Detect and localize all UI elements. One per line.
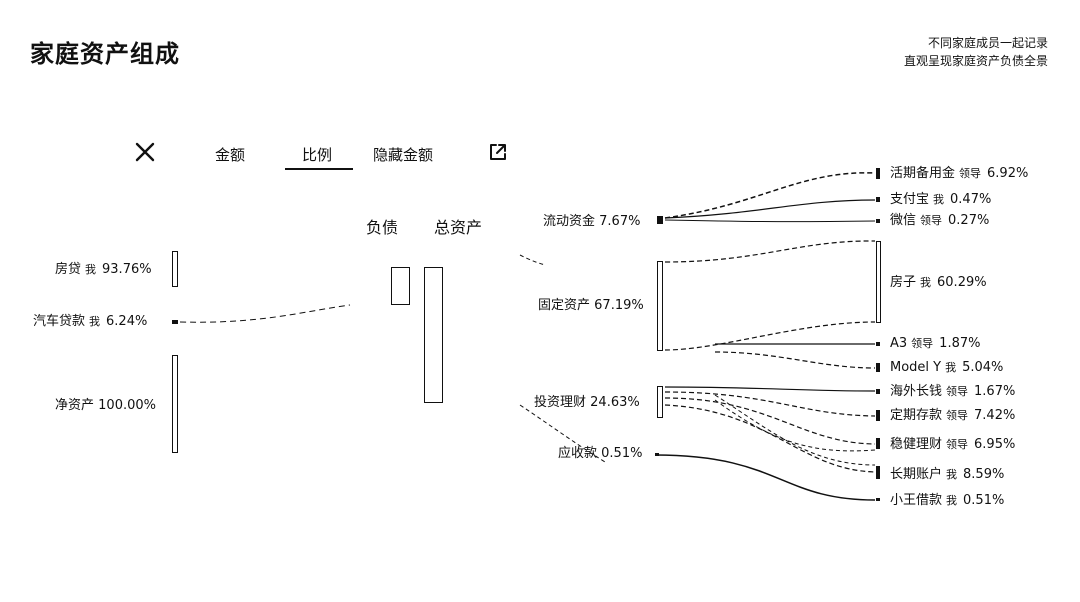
- bar-alipay: [876, 197, 880, 202]
- bar-a3: [876, 342, 880, 346]
- share-icon[interactable]: [487, 141, 509, 163]
- flow-car-loan: [179, 304, 351, 323]
- flow-house-top: [664, 240, 876, 263]
- flow-alipay: [664, 199, 876, 219]
- bar-investment: [657, 386, 663, 418]
- bar-overseas: [876, 389, 880, 394]
- tab-hide-amount[interactable]: 隐藏金额: [373, 146, 434, 164]
- bar-model-y: [876, 363, 880, 372]
- flow-deposit: [664, 391, 876, 417]
- flow-to-fixed: [519, 254, 546, 266]
- bar-house: [876, 241, 881, 323]
- bar-wechat: [876, 219, 880, 223]
- bar-total-assets: [424, 267, 443, 403]
- bar-receivable: [655, 453, 659, 456]
- bar-car-loan: [172, 320, 178, 324]
- close-icon[interactable]: [134, 141, 156, 163]
- bar-deposit: [876, 410, 880, 421]
- bar-steady: [876, 438, 880, 449]
- bar-fixed: [657, 261, 663, 351]
- tab-amount[interactable]: 金额: [215, 146, 246, 164]
- flow-overseas: [664, 386, 876, 392]
- node-fixed: 固定资产 67.19%: [538, 298, 644, 313]
- bar-liquid: [657, 216, 663, 224]
- bar-long-term: [876, 466, 880, 479]
- header-total-assets: 总资产: [434, 218, 483, 237]
- header-liabilities: 负债: [366, 218, 399, 237]
- bar-mortgage: [172, 251, 178, 287]
- bar-loan-to-wang: [876, 498, 880, 501]
- bar-net-assets: [172, 355, 178, 453]
- description-line-1: 不同家庭成员一起记录: [927, 36, 1048, 50]
- flow-to-receivable: [519, 404, 606, 463]
- bar-liabilities: [391, 267, 410, 305]
- page-title: 家庭资产组成: [30, 40, 180, 68]
- bar-emergency: [876, 168, 880, 179]
- flow-model-y: [714, 351, 876, 369]
- description-line-2: 直观呈现家庭资产负债全景: [903, 54, 1048, 68]
- active-tab-indicator: [285, 168, 353, 170]
- node-net-assets: 净资产 100.00%: [55, 398, 156, 413]
- flow-loan: [654, 454, 876, 501]
- tab-ratio[interactable]: 比例: [302, 146, 333, 164]
- flow-wechat: [664, 219, 876, 223]
- flow-emergency: [664, 172, 876, 219]
- flow-long-term: [664, 404, 876, 473]
- node-investment: 投资理财 24.63%: [534, 395, 640, 410]
- node-liquid: 流动资金 7.67%: [543, 214, 641, 229]
- node-receivable: 应收款 0.51%: [558, 446, 643, 461]
- flow-house-bottom: [664, 321, 876, 351]
- flow-steady: [664, 397, 876, 445]
